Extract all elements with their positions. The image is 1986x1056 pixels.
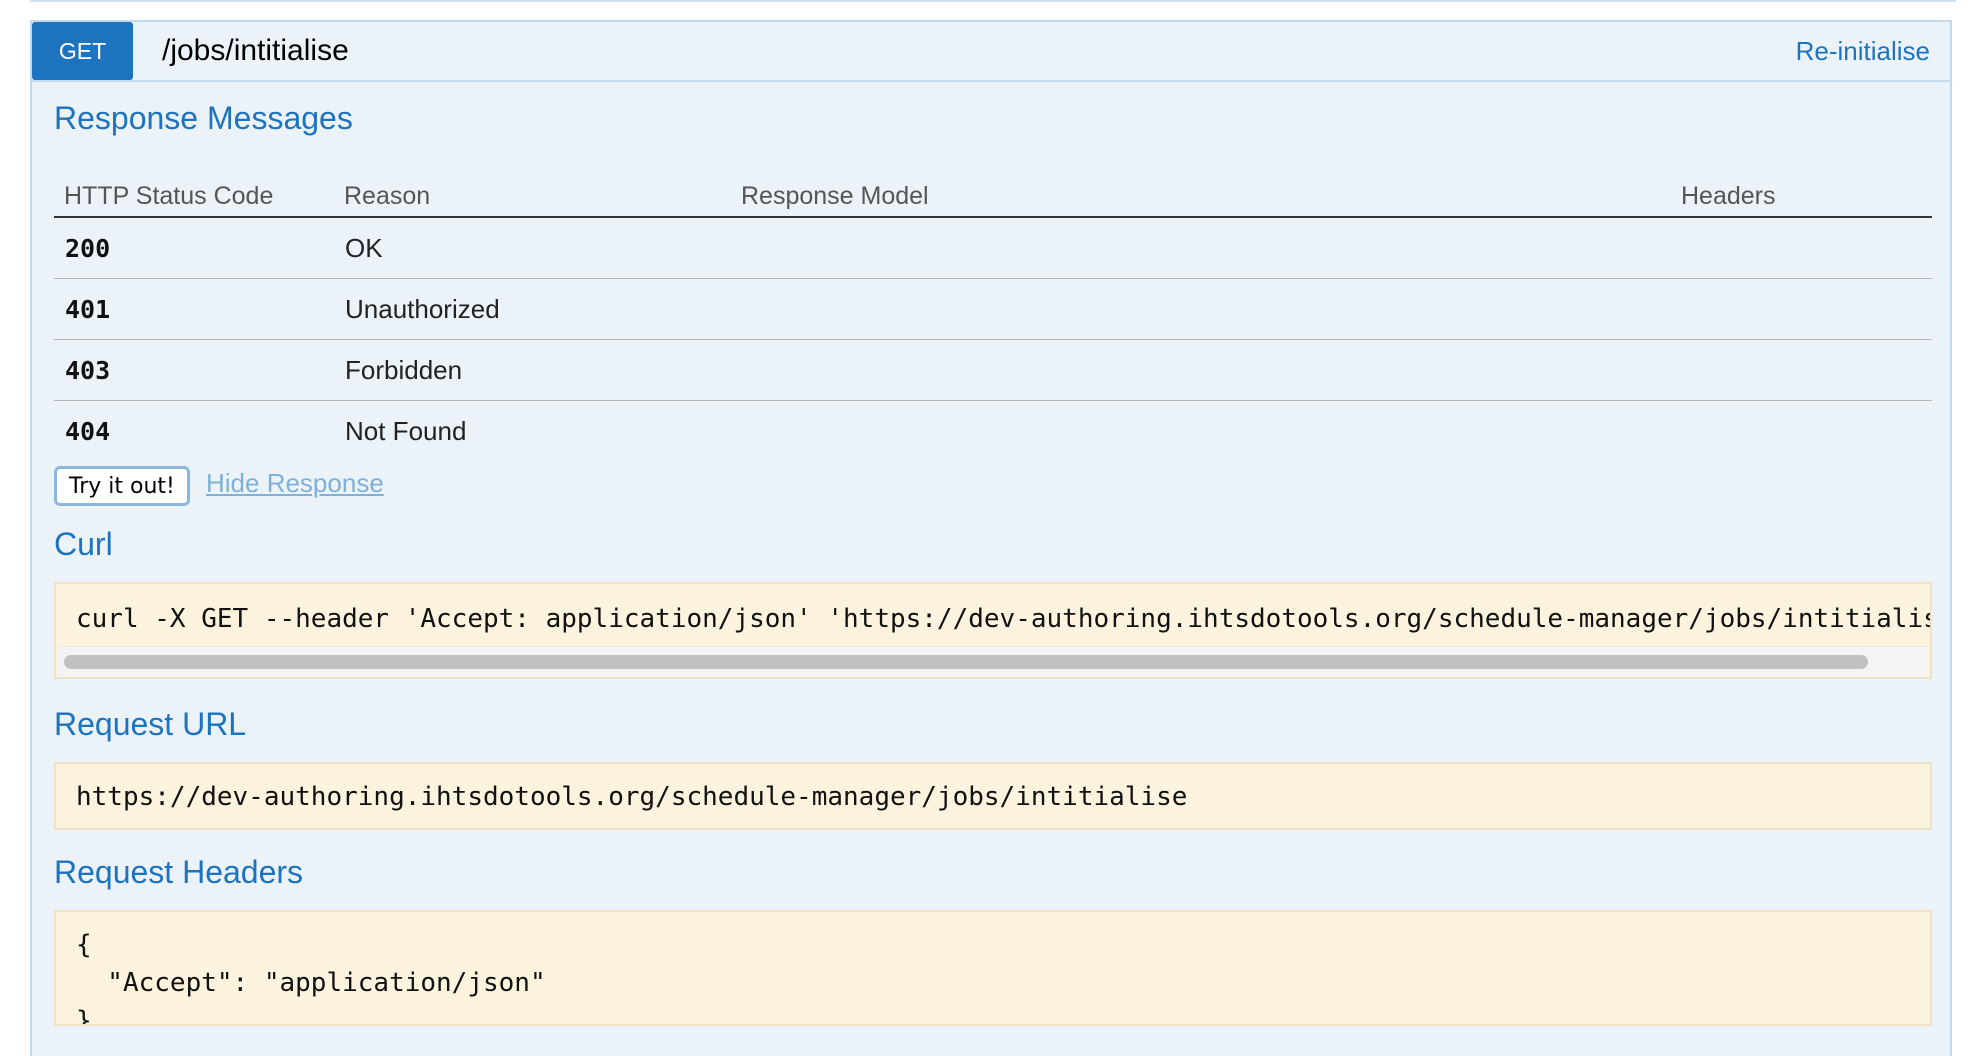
request-url-title: Request URL [54,706,247,742]
response-model [731,401,1671,462]
try-it-out-button[interactable]: Try it out! [54,466,190,506]
divider [30,0,1956,2]
column-header: Headers [1671,176,1932,218]
request-headers-value: { "Accept": "application/json" } [76,930,546,1026]
request-headers-block: { "Accept": "application/json" } [54,910,1932,1026]
curl-code-block[interactable]: curl -X GET --header 'Accept: applicatio… [54,582,1932,679]
status-code: 403 [54,339,334,401]
operation-heading[interactable]: GET /jobs/intitialise Re-initialise [32,22,1950,82]
request-headers-title: Request Headers [54,854,304,890]
response-model [731,339,1671,401]
horizontal-scrollbar[interactable] [58,646,1928,677]
response-model [731,217,1671,279]
status-code: 200 [54,217,334,279]
response-messages-table: HTTP Status Code Reason Response Model H… [54,176,1932,461]
status-code: 401 [54,278,334,340]
column-header: Reason [334,176,731,218]
table-row: 200 OK [54,217,1932,279]
scrollbar-thumb[interactable] [64,655,1868,669]
response-headers [1671,217,1932,279]
table-row: 401 Unauthorized [54,278,1932,340]
column-header: HTTP Status Code [54,176,334,218]
status-reason: Not Found [345,415,467,446]
hide-response-link[interactable]: Hide Response [206,468,384,498]
status-code: 404 [65,416,111,446]
operation-panel: GET /jobs/intitialise Re-initialise Resp… [30,20,1952,1056]
response-model [731,278,1671,340]
status-reason: OK [334,217,731,279]
response-headers [1671,278,1932,340]
status-reason: Unauthorized [334,278,731,340]
table-header-row: HTTP Status Code Reason Response Model H… [54,176,1932,218]
status-reason: Forbidden [334,339,731,401]
curl-title: Curl [54,526,113,562]
table-row: 404 Not Found [54,401,1932,462]
response-headers [1671,401,1932,462]
column-header: Response Model [731,176,1671,218]
response-headers [1671,339,1932,401]
response-messages-title: Response Messages [54,100,353,136]
curl-command: curl -X GET --header 'Accept: applicatio… [76,604,1932,634]
request-url-value: https://dev-authoring.ihtsdotools.org/sc… [76,782,1188,812]
re-initialise-link[interactable]: Re-initialise [1795,36,1930,66]
request-url-block: https://dev-authoring.ihtsdotools.org/sc… [54,762,1932,830]
table-row: 403 Forbidden [54,339,1932,401]
http-method-badge[interactable]: GET [32,22,133,80]
endpoint-path[interactable]: /jobs/intitialise [162,34,349,67]
